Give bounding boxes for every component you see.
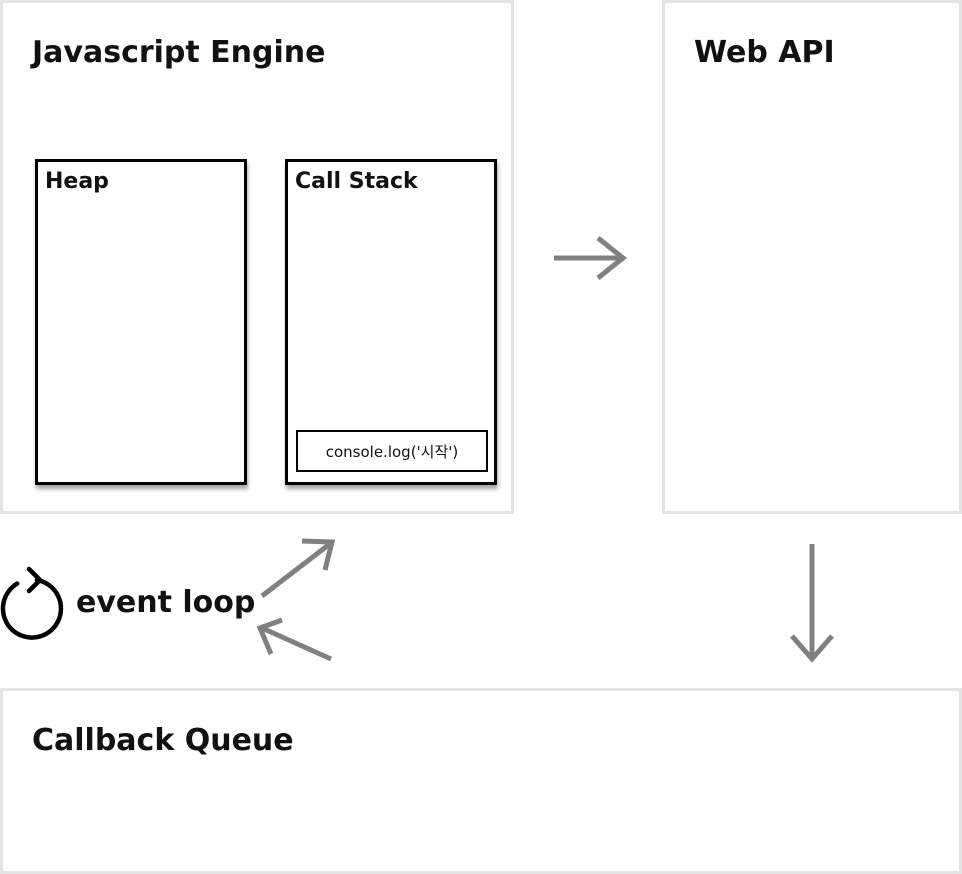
javascript-engine-panel: Javascript Engine Heap Call Stack consol… — [0, 0, 514, 514]
heap-title: Heap — [45, 169, 109, 194]
call-stack-box: Call Stack console.log('시작') — [285, 159, 497, 485]
web-api-title: Web API — [694, 35, 835, 70]
call-stack-frame: console.log('시작') — [296, 430, 488, 472]
callback-queue-panel: Callback Queue — [0, 688, 962, 874]
arrow-eventloop-to-stack — [260, 538, 336, 598]
event-loop-label: event loop — [76, 585, 256, 620]
call-stack-title: Call Stack — [295, 169, 418, 194]
callback-queue-title: Callback Queue — [32, 723, 294, 758]
arrow-webapi-to-queue — [790, 544, 834, 663]
web-api-panel: Web API — [662, 0, 962, 514]
arrow-queue-to-eventloop — [256, 617, 333, 662]
heap-box: Heap — [35, 159, 247, 485]
refresh-icon — [0, 566, 64, 640]
event-loop: event loop — [0, 566, 255, 640]
javascript-engine-title: Javascript Engine — [32, 35, 326, 70]
arrow-engine-to-webapi — [554, 236, 628, 280]
